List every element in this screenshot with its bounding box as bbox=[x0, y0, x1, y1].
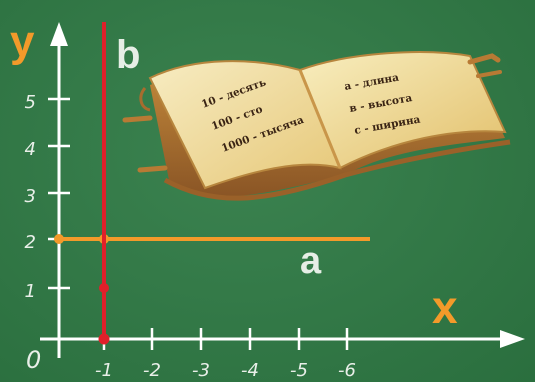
x-tick-label: -5 bbox=[290, 360, 308, 381]
y-tick-label: 1 bbox=[25, 281, 36, 302]
open-book: 10 - десять 100 - сто 1000 - тысяча а - … bbox=[122, 51, 511, 201]
y-tick-label: 4 bbox=[25, 139, 36, 160]
x-tick-label: -3 bbox=[192, 360, 210, 381]
x-tick-label: -2 bbox=[143, 360, 161, 381]
y-axis bbox=[50, 22, 68, 358]
line-a bbox=[54, 234, 370, 244]
line-a-label: a bbox=[300, 240, 322, 282]
origin-label: 0 bbox=[26, 346, 41, 374]
x-axis-letter: x bbox=[432, 281, 458, 333]
y-tick-label: 3 bbox=[25, 186, 36, 207]
y-axis-letter: y bbox=[10, 17, 35, 66]
book-right-page bbox=[298, 51, 507, 170]
line-b bbox=[98, 22, 110, 345]
y-tick-label: 2 bbox=[25, 232, 36, 253]
x-axis bbox=[40, 330, 525, 348]
x-tick-label: -1 bbox=[95, 360, 113, 381]
x-tick-label: -4 bbox=[241, 360, 259, 381]
line-b-label: b bbox=[116, 33, 140, 77]
x-tick-label: -6 bbox=[338, 360, 356, 381]
y-tick-label: 5 bbox=[25, 92, 36, 113]
